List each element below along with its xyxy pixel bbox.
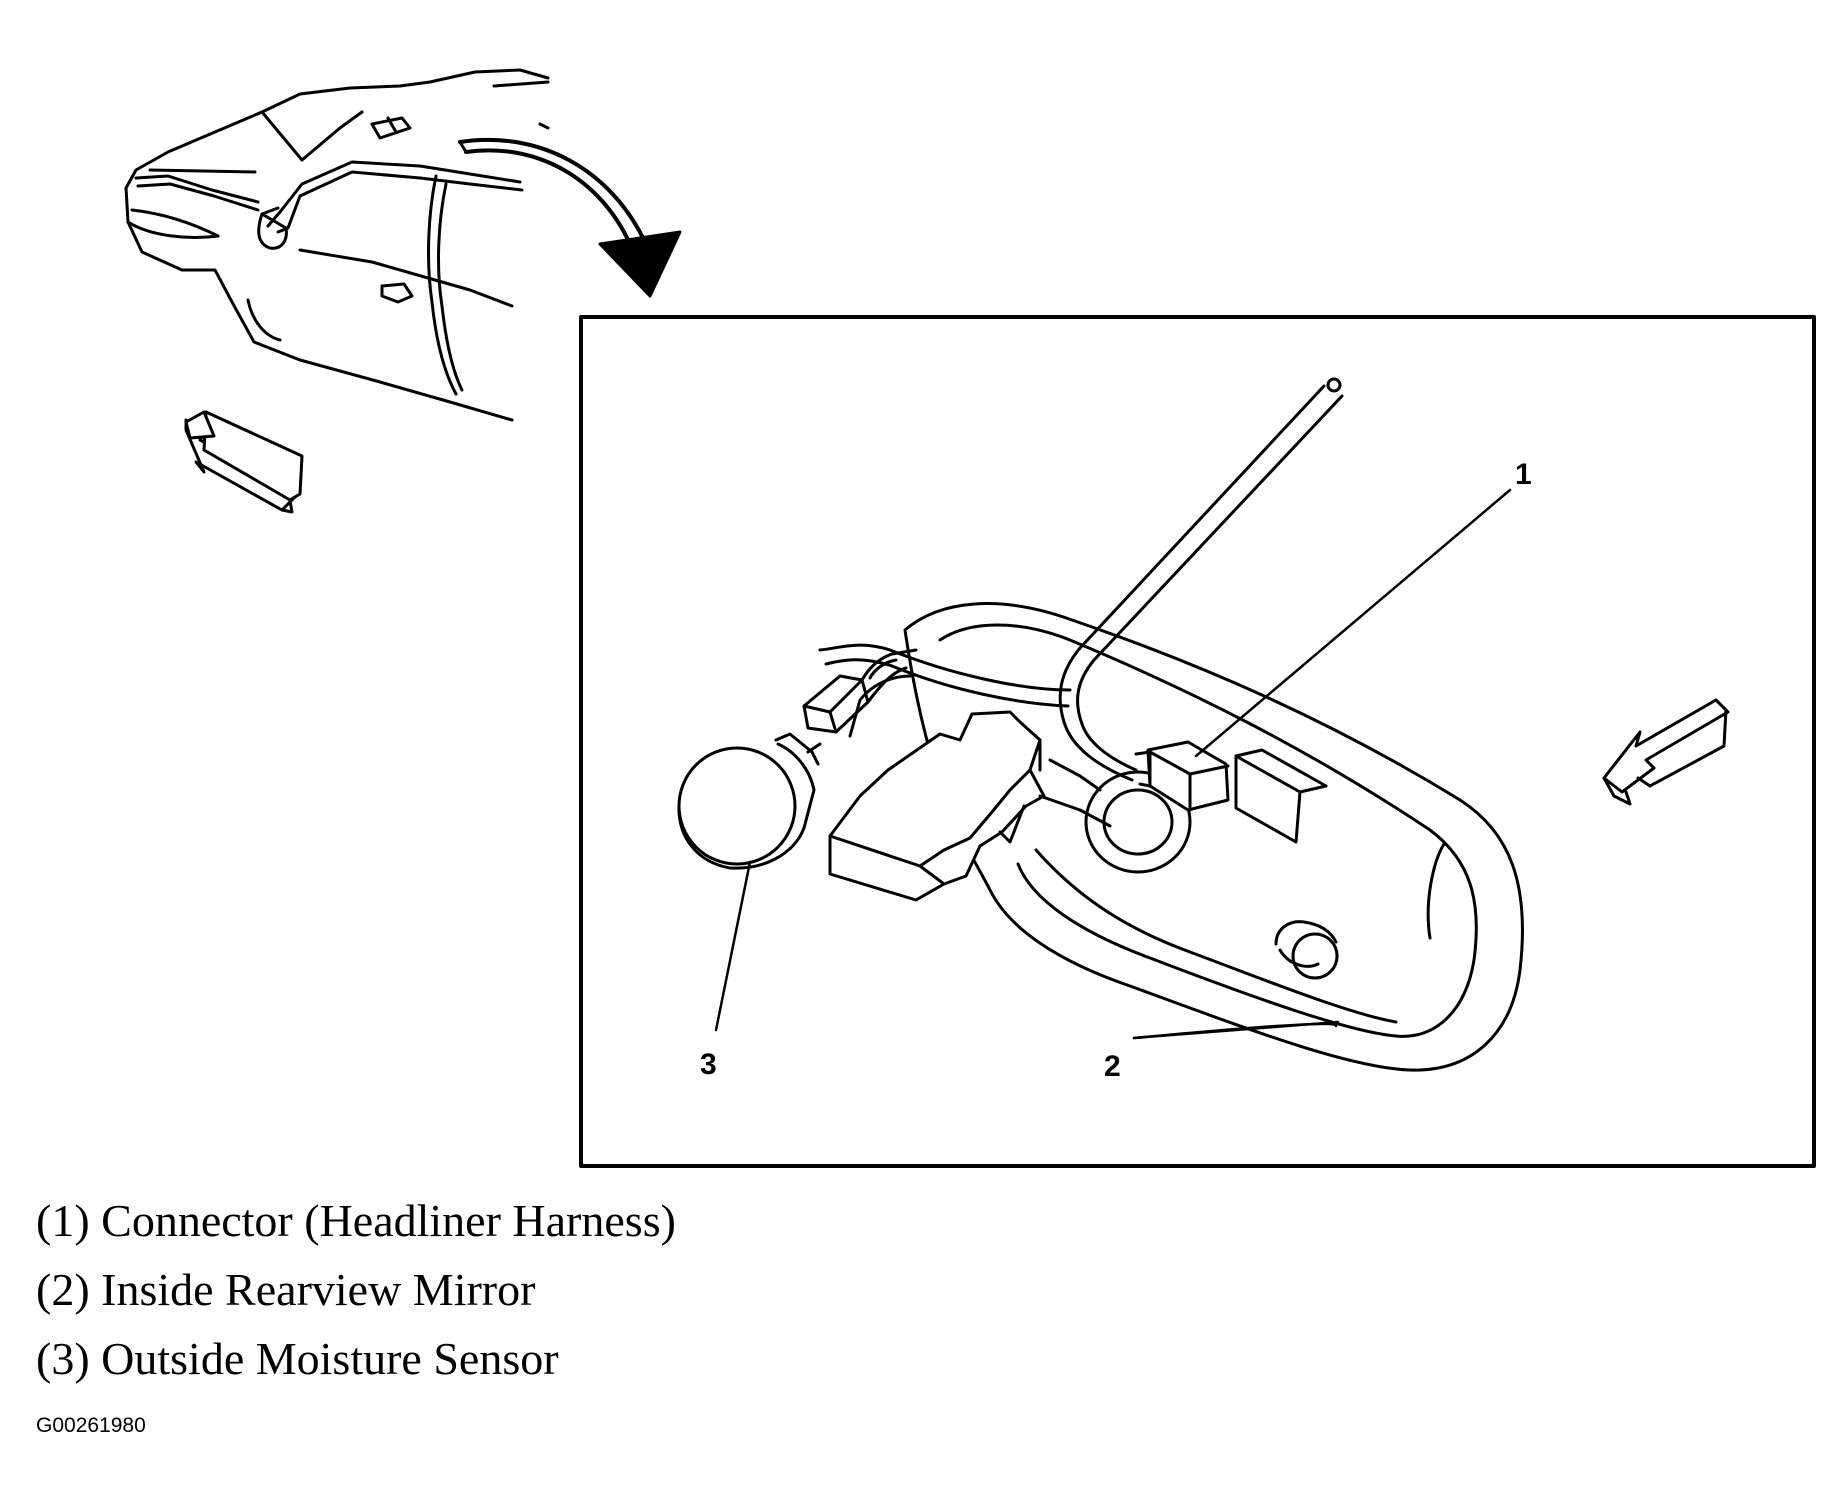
callout-number-3: 3: [700, 1048, 717, 1081]
leader-lines: [714, 488, 1512, 1040]
headliner-connector: [1134, 740, 1230, 812]
callout-number-2: 2: [1104, 1050, 1121, 1083]
inside-rearview-mirror: [903, 602, 1524, 1072]
vehicle-outline-icon: [124, 68, 550, 422]
callout-number-1: 1: [1515, 458, 1532, 491]
legend-item-mirror: (2) Inside Rearview Mirror: [36, 1264, 536, 1315]
view-direction-arrow-icon: [1602, 698, 1730, 806]
sensor-pigtail-connector: [802, 648, 918, 754]
figure-code: G00261980: [36, 1414, 146, 1437]
headliner-harness-wire: [818, 377, 1344, 782]
legend-item-connector: (1) Connector (Headliner Harness): [36, 1195, 676, 1246]
outside-moisture-sensor: [677, 732, 820, 870]
callout-legend: (1) Connector (Headliner Harness) (2) In…: [36, 1186, 676, 1393]
view-direction-arrow-icon: [184, 410, 304, 514]
sensor-module: [828, 710, 1112, 902]
legend-item-sensor: (3) Outside Moisture Sensor: [36, 1333, 559, 1384]
curved-arrow-icon: [458, 137, 682, 298]
detail-frame: [579, 315, 1816, 1168]
